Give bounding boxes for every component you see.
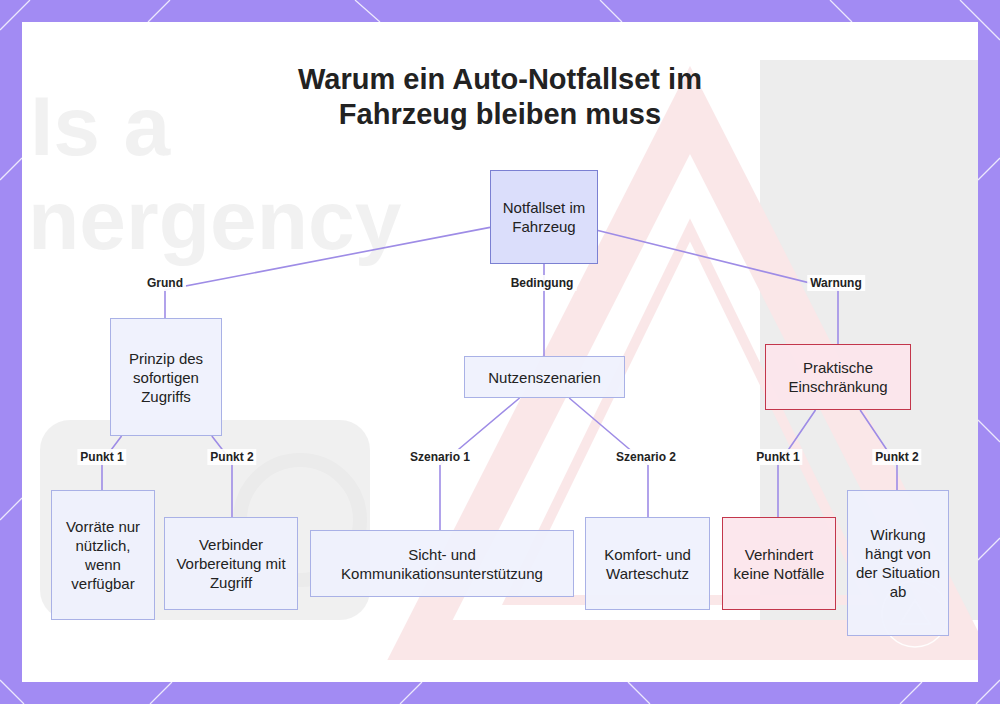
node-text: Wirkung hängt von der Situation ab — [854, 525, 942, 601]
concept-box: Vorräte nur nützlich, wenn verfügbar — [51, 490, 155, 620]
node-text: Praktische Einschränkung — [772, 358, 904, 396]
node-text: Verbinder Vorbereitung mit Zugriff — [171, 535, 291, 592]
edge-label: Grund — [144, 275, 186, 291]
edge-label: Szenario 2 — [613, 449, 679, 465]
node-text: Komfort- und Warteschutz — [592, 545, 703, 583]
edge-label: Punkt 2 — [207, 449, 256, 465]
edge-label: Punkt 1 — [77, 449, 126, 465]
concept-box: Nutzenszenarien — [464, 356, 625, 398]
warning-box: Verhindert keine Notfälle — [722, 517, 836, 610]
watermark-text: Is a — [30, 78, 170, 175]
concept-box: Verbinder Vorbereitung mit Zugriff — [164, 517, 298, 610]
edge-label: Bedingung — [508, 275, 577, 291]
connector-line — [165, 227, 490, 318]
edge-label: Punkt 2 — [872, 449, 921, 465]
edge-label: Punkt 1 — [753, 449, 802, 465]
concept-box: Sicht- und Kommunikationsunterstützung — [310, 530, 574, 597]
node-text: Notfallset im Fahrzeug — [497, 198, 591, 236]
node-text: Sicht- und Kommunikationsunterstützung — [317, 545, 567, 583]
warning-box: Praktische Einschränkung — [765, 344, 911, 410]
concept-box: Wirkung hängt von der Situation ab — [847, 490, 949, 636]
edge-label: Warnung — [807, 275, 865, 291]
node-text: Vorräte nur nützlich, wenn verfügbar — [58, 517, 148, 593]
diagram-title: Warum ein Auto-Notfallset im Fahrzeug bl… — [240, 62, 760, 132]
concept-box: Prinzip des sofortigen Zugriffs — [110, 318, 222, 436]
edge-label: Szenario 1 — [407, 449, 473, 465]
node-text: Verhindert keine Notfälle — [729, 545, 829, 583]
root-box: Notfallset im Fahrzeug — [490, 170, 598, 264]
concept-box: Komfort- und Warteschutz — [585, 517, 710, 610]
connector-line — [598, 230, 838, 344]
node-text: Nutzenszenarien — [488, 368, 601, 387]
node-text: Prinzip des sofortigen Zugriffs — [117, 349, 215, 406]
